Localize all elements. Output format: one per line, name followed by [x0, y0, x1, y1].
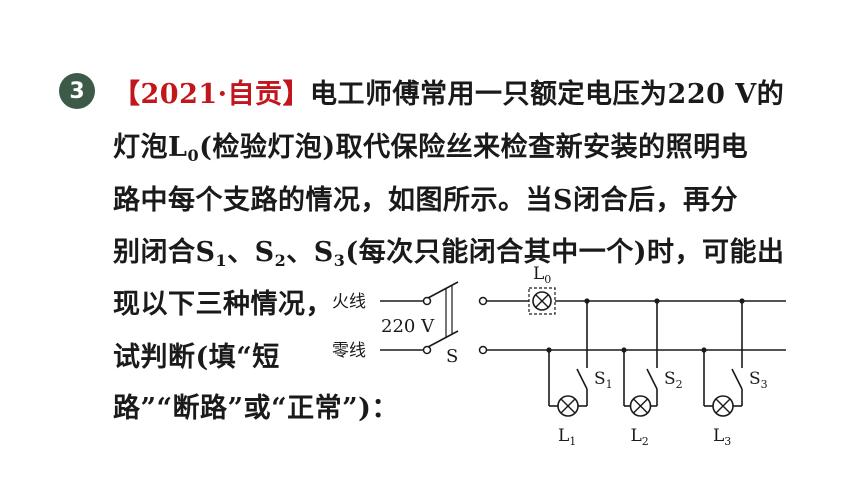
lamp-cross-b: [715, 398, 731, 414]
line-6-text: 试判断(填“短: [113, 342, 280, 373]
terminal-neutral-in: [422, 345, 432, 355]
question-number-badge: 3: [59, 73, 95, 109]
line-4-part-b: 、S: [227, 237, 275, 268]
question-line-3: 路中每个支路的情况，如图所示。当S闭合后，再分: [113, 184, 738, 218]
main-switch-blade-bottom: [427, 330, 459, 348]
switch-s3-label: S3: [749, 369, 768, 391]
switch-s1-label: S1: [594, 369, 613, 391]
lamp-l0-subscript: 0: [187, 146, 200, 165]
terminal-neutral-out: [478, 345, 488, 355]
switch-s2-subscript: 2: [274, 251, 287, 270]
switch-s1-blade: [576, 368, 588, 390]
switch-s3-subscript: 3: [333, 251, 346, 270]
question-line-4: 别闭合S1、S2、S3(每次只能闭合其中一个)时，可能出: [113, 236, 784, 270]
question-line-7: 路”“断路”或“正常”)：: [113, 392, 399, 426]
lamp-cross-b: [633, 398, 648, 414]
terminal-live-out: [478, 296, 488, 306]
question-line-1: 【2021·自贡】电工师傅常用一只额定电压为220 V的: [113, 78, 784, 112]
neutral-wire-label: 零线: [332, 341, 366, 361]
lamp-l1-label: L1: [558, 426, 576, 448]
line-4-part-a: 别闭合S: [113, 237, 216, 268]
live-wire-label: 火线: [332, 292, 366, 312]
switch-s2-label: S2: [664, 369, 683, 391]
lamp-l3-label: L3: [713, 426, 731, 448]
switch-s1-subscript: 1: [215, 251, 228, 270]
question-line-2: 灯泡L0(检验灯泡)取代保险丝来检查新安装的照明电: [113, 131, 748, 165]
main-switch-blade-top: [427, 281, 459, 299]
line-4-part-d: (每次只能闭合其中一个)时，可能出: [345, 237, 785, 268]
question-line-5: 现以下三种情况，: [113, 288, 333, 322]
test-lamp-label: L0: [533, 264, 551, 286]
source-tag: 【2021·自贡】: [113, 79, 311, 110]
line-7-text: 路”“断路”或“正常”)：: [113, 393, 399, 424]
terminal-live-in: [422, 296, 432, 306]
question-number: 3: [69, 78, 85, 104]
main-switch-label: S: [446, 346, 458, 367]
test-lamp-l0: [528, 287, 556, 315]
lamp-l2-label: L2: [631, 426, 649, 448]
switch-s2-blade: [646, 368, 658, 390]
voltage-label: 220 V: [381, 316, 435, 337]
line-2-part-b: (检验灯泡)取代保险丝来检查新安装的照明电: [199, 132, 749, 163]
line-5-text: 现以下三种情况，: [113, 289, 333, 320]
lamp-cross-b: [560, 398, 576, 414]
switch-s3-blade: [731, 368, 743, 390]
question-line-6: 试判断(填“短: [113, 341, 280, 375]
line-3-text: 路中每个支路的情况，如图所示。当S闭合后，再分: [113, 185, 738, 216]
line-2-part-a: 灯泡L: [113, 132, 188, 163]
line-4-part-c: 、S: [286, 237, 334, 268]
line-1-text: 电工师傅常用一只额定电压为220 V的: [310, 79, 785, 110]
